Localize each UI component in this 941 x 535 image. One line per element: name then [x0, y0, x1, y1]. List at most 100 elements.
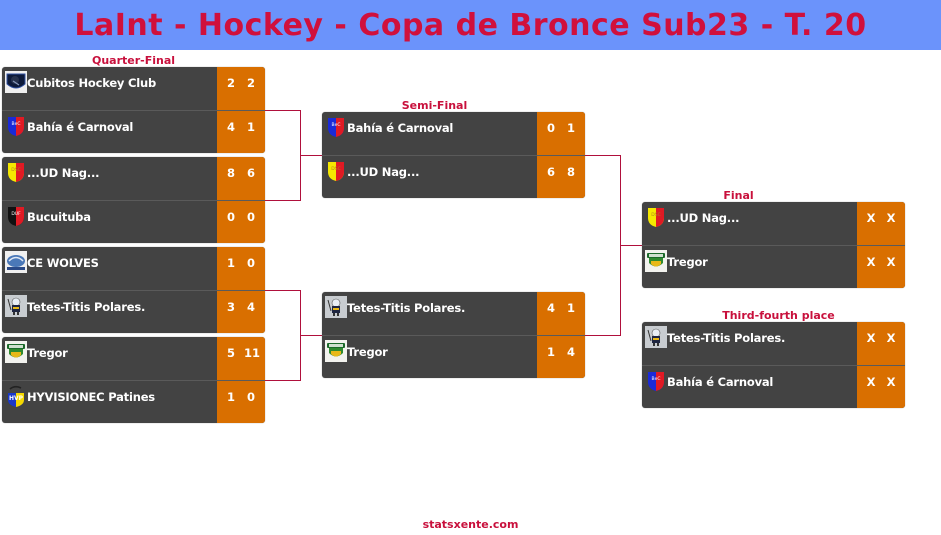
page-title: LaInt - Hockey - Copa de Bronce Sub23 - … — [74, 7, 867, 43]
bahia-logo-icon — [5, 115, 27, 137]
udnag-logo-icon — [645, 206, 667, 228]
score-leg-2: 0 — [246, 210, 255, 224]
team-name[interactable]: ...UD Nag... — [27, 166, 100, 180]
score-leg-2: 0 — [246, 390, 255, 404]
team-name[interactable]: Tetes-Titis Polares. — [667, 331, 786, 345]
score-leg-1: 6 — [546, 165, 555, 179]
connector-line — [585, 155, 621, 156]
team-name[interactable]: Bahía é Carnoval — [347, 121, 454, 135]
team-name[interactable]: CE WOLVES — [27, 256, 99, 270]
score-leg-1: X — [866, 331, 876, 345]
connector-line — [265, 380, 301, 381]
cubitos-logo-icon — [5, 71, 27, 93]
hyvisionec-logo-icon — [5, 385, 27, 407]
score-leg-1: 0 — [546, 121, 555, 135]
wolves-logo-icon — [5, 251, 27, 273]
tetes-logo-icon — [5, 295, 27, 317]
bahia-logo-icon — [325, 116, 347, 138]
score-leg-1: 3 — [226, 300, 235, 314]
score-leg-2: 1 — [566, 301, 575, 315]
connector-line — [300, 155, 322, 156]
team-name[interactable]: Tregor — [27, 346, 68, 360]
score-leg-1: 2 — [226, 76, 235, 90]
score-leg-1: 0 — [226, 210, 235, 224]
page-header: LaInt - Hockey - Copa de Bronce Sub23 - … — [0, 0, 941, 50]
team-row-home[interactable]: Tregor 5 11 — [2, 337, 265, 380]
tetes-logo-icon — [645, 326, 667, 348]
team-name[interactable]: Bahía é Carnoval — [27, 120, 134, 134]
tetes-logo-icon — [325, 296, 347, 318]
connector-line — [265, 110, 301, 111]
team-name[interactable]: ...UD Nag... — [667, 211, 740, 225]
score-leg-1: 1 — [226, 256, 235, 270]
score-leg-1: 4 — [226, 120, 235, 134]
score-leg-1: 1 — [546, 345, 555, 359]
connector-line — [265, 200, 301, 201]
team-name[interactable]: Tetes-Titis Polares. — [27, 300, 146, 314]
bahia-logo-icon — [645, 370, 667, 392]
score-leg-2: 6 — [246, 166, 255, 180]
score-leg-1: X — [866, 375, 876, 389]
score-leg-1: 5 — [226, 346, 235, 360]
team-name[interactable]: ...UD Nag... — [347, 165, 420, 179]
team-name[interactable]: Cubitos Hockey Club — [27, 76, 157, 90]
bucuituba-logo-icon — [5, 205, 27, 227]
score-leg-2: 4 — [246, 300, 255, 314]
score-leg-2: X — [886, 255, 896, 269]
score-leg-2: 0 — [246, 256, 255, 270]
score-leg-1: X — [866, 255, 876, 269]
score-leg-2: X — [886, 375, 896, 389]
udnag-logo-icon — [5, 161, 27, 183]
round-label-semi-final: Semi-Final — [401, 99, 468, 112]
connector-line — [620, 245, 642, 246]
team-name[interactable]: Bahía é Carnoval — [667, 375, 774, 389]
team-name[interactable]: Bucuituba — [27, 210, 91, 224]
team-name[interactable]: HYVISIONEC Patines — [27, 390, 155, 404]
udnag-logo-icon — [325, 160, 347, 182]
score-leg-1: 4 — [546, 301, 555, 315]
score-leg-1: 1 — [226, 390, 235, 404]
round-label-final: Final — [723, 189, 754, 202]
team-name[interactable]: Tetes-Titis Polares. — [347, 301, 466, 315]
team-name[interactable]: Tregor — [667, 255, 708, 269]
score-leg-2: 1 — [246, 120, 255, 134]
connector-line — [265, 290, 301, 291]
tregor-logo-icon — [645, 250, 667, 272]
tregor-logo-icon — [5, 341, 27, 363]
score-leg-2: 4 — [566, 345, 575, 359]
score-leg-2: 2 — [246, 76, 255, 90]
team-name[interactable]: Tregor — [347, 345, 388, 359]
connector-line — [585, 335, 621, 336]
round-label-quarter-final: Quarter-Final — [91, 54, 176, 67]
footer-site-link[interactable]: statsxente.com — [422, 518, 519, 531]
score-leg-2: 8 — [566, 165, 575, 179]
round-label-third-place: Third-fourth place — [722, 309, 835, 322]
score-leg-2: X — [886, 331, 896, 345]
connector-line — [300, 335, 322, 336]
score-leg-2: X — [886, 211, 896, 225]
score-leg-2: 11 — [244, 346, 261, 360]
